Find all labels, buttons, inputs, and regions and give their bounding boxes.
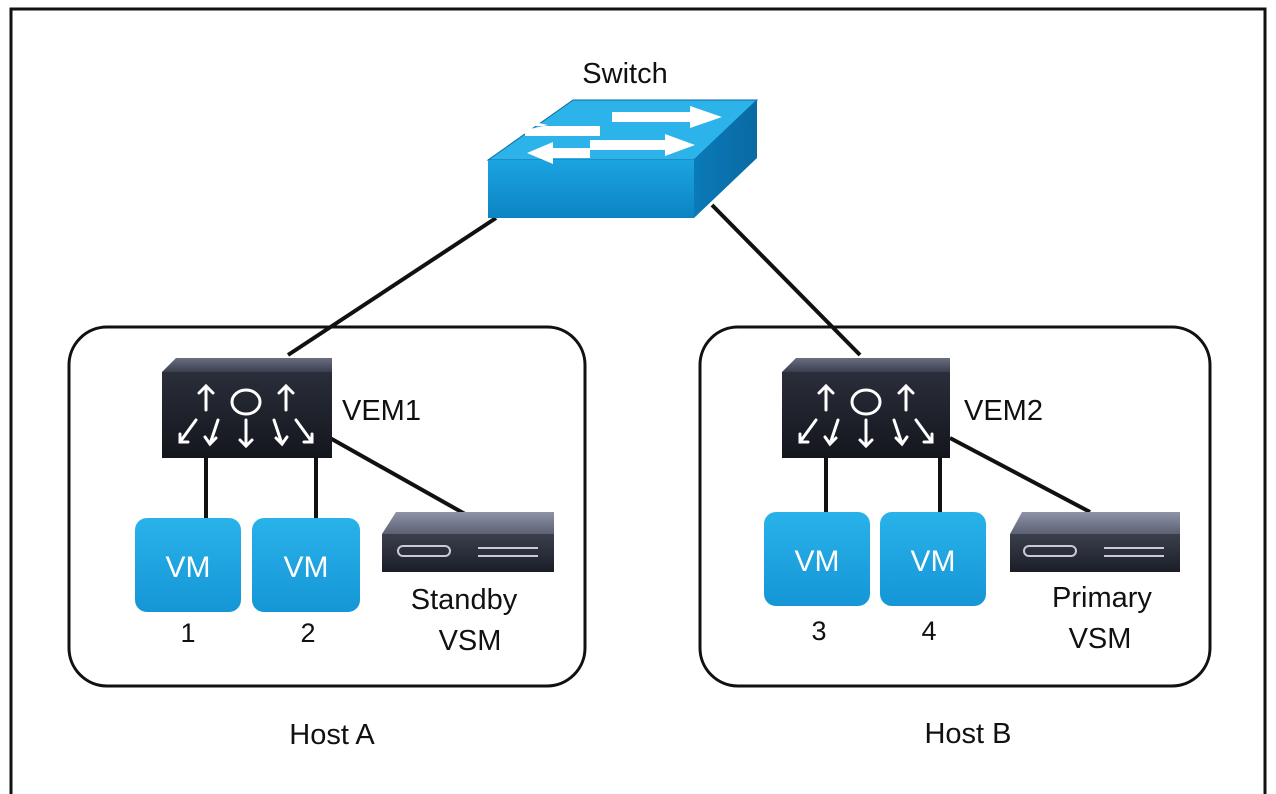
vm3-box	[764, 512, 870, 606]
primary-vsm-line2: VSM	[1069, 623, 1132, 655]
vem1-label: VEM1	[342, 395, 421, 427]
vm2-number: 2	[300, 618, 315, 648]
link-vem1-standby-vsm	[329, 436, 466, 516]
outer-frame	[9, 7, 1267, 794]
vm4-label: VM	[911, 545, 956, 578]
vem2-icon	[782, 358, 950, 458]
vm2-box	[252, 518, 360, 612]
vem1-icon	[162, 358, 332, 458]
vm4-box	[880, 512, 986, 606]
link-vem2-primary-vsm	[949, 436, 1091, 514]
uplink-vem1	[286, 216, 498, 357]
vm1-label: VM	[166, 551, 211, 584]
host-b-label: Host B	[924, 718, 1011, 750]
standby-vsm-server-icon	[382, 512, 554, 572]
vm3-number: 3	[811, 616, 826, 646]
switch-label: Switch	[582, 58, 667, 90]
standby-vsm-line1: Standby	[411, 584, 518, 616]
vem2-label: VEM2	[964, 395, 1043, 427]
vm4-number: 4	[921, 616, 936, 646]
host-a-label: Host A	[289, 719, 375, 751]
vm1-box	[135, 518, 241, 612]
vm3-label: VM	[795, 545, 840, 578]
host-b-box	[698, 325, 1212, 688]
vm2-label: VM	[284, 551, 329, 584]
switch-icon	[486, 99, 759, 218]
standby-vsm-line2: VSM	[439, 625, 502, 657]
vm1-number: 1	[180, 618, 195, 648]
uplink-vem2	[710, 203, 862, 357]
primary-vsm-line1: Primary	[1052, 582, 1152, 614]
primary-vsm-server-icon	[1010, 512, 1180, 572]
